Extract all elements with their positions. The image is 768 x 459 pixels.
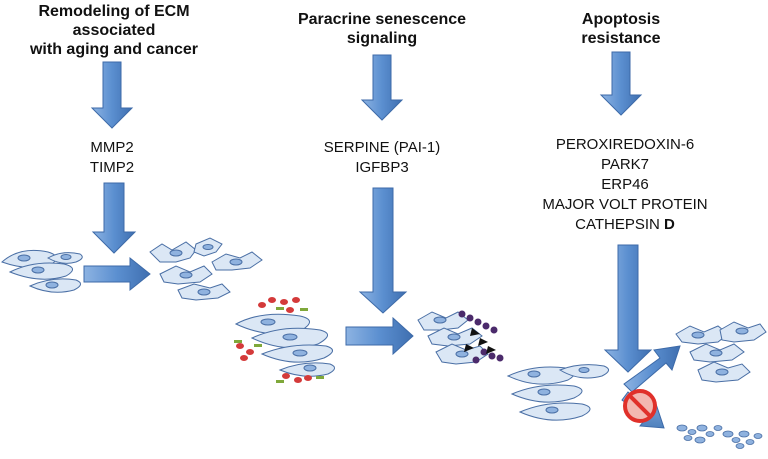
secreted-particles-red-green — [234, 297, 324, 383]
arrow-right-paracrine — [345, 316, 414, 356]
arrow-down-ecm-1 — [90, 61, 134, 129]
arrow-down-paracrine-1 — [360, 54, 404, 121]
apoptotic-bodies — [676, 424, 763, 449]
normal-cells-group-2 — [234, 313, 335, 377]
arrow-down-apoptosis-1 — [599, 51, 643, 116]
gene-label-prefix: CATHEPSIN — [575, 216, 665, 233]
heading-ecm-remodeling: Remodeling of ECM associated with aging … — [0, 2, 228, 59]
gene-label: IGFBP3 — [355, 159, 409, 176]
gene-label: PARK7 — [600, 156, 650, 173]
gene-label: ERP46 — [601, 176, 649, 193]
heading-apoptosis-resistance: Apoptosis resistance — [566, 10, 676, 48]
arrow-down-apoptosis-2 — [603, 244, 653, 373]
senescent-cells-group-3 — [675, 321, 767, 383]
arrow-right-ecm — [83, 256, 151, 292]
heading-line: resistance — [581, 30, 661, 47]
gene-list-apoptosis: PEROXIREDOXIN-6 PARK7 ERP46 MAJOR VOLT P… — [520, 135, 730, 235]
gene-list-ecm: MMP2 TIMP2 — [60, 138, 164, 178]
heading-line: with aging and cancer — [29, 41, 199, 58]
prohibited-icon — [623, 389, 657, 423]
heading-line: Remodeling of ECM — [38, 3, 190, 20]
gene-label-suffix: D — [664, 216, 675, 233]
gene-list-paracrine: SERPINE (PAI-1) IGFBP3 — [302, 138, 462, 178]
secreted-particles-purple-black — [458, 310, 504, 364]
gene-label: MAJOR VOLT PROTEIN — [542, 196, 708, 213]
gene-label: MMP2 — [90, 139, 134, 156]
gene-label: TIMP2 — [89, 159, 135, 176]
gene-label: PEROXIREDOXIN-6 — [555, 136, 695, 153]
gene-label: SERPINE (PAI-1) — [323, 139, 441, 156]
gene-label-cathepsin: CATHEPSIN D — [520, 215, 730, 235]
arrow-diagonal-up — [623, 345, 681, 393]
heading-paracrine-signaling: Paracrine senescence signaling — [282, 10, 482, 48]
heading-line: Apoptosis — [581, 11, 661, 28]
heading-line: signaling — [346, 30, 418, 47]
arrow-down-paracrine-2 — [358, 187, 408, 314]
heading-line: Paracrine senescence — [297, 11, 467, 28]
normal-cells-group-1 — [1, 249, 83, 293]
senescent-cells-group-2 — [417, 311, 489, 365]
arrow-down-ecm-2 — [91, 182, 137, 254]
senescent-cells-group-1 — [149, 237, 263, 301]
normal-cells-group-3 — [506, 364, 609, 421]
heading-line: associated — [72, 22, 156, 39]
